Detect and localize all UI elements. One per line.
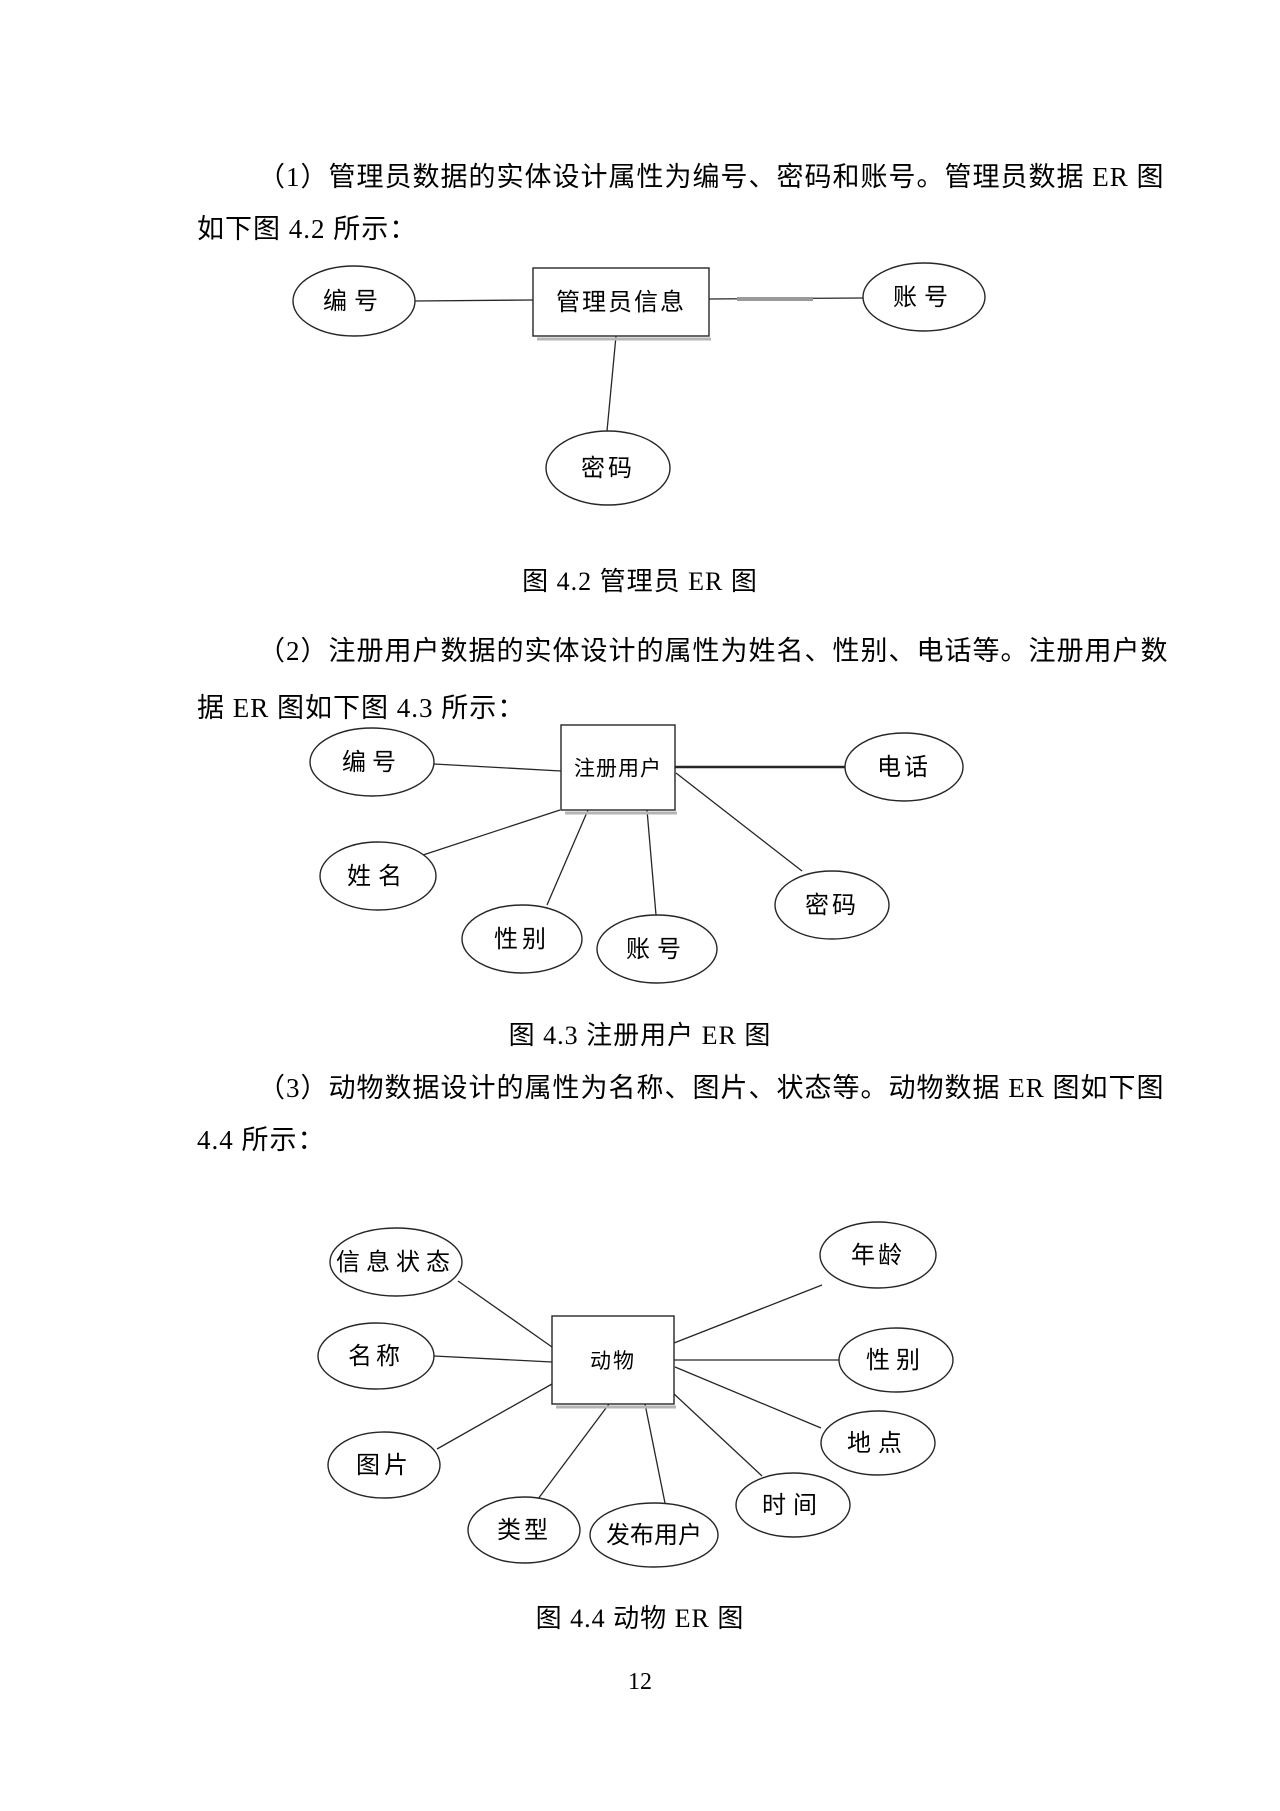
fig-4-4-attribute-8-connector — [673, 1284, 823, 1344]
fig-4-4-attribute-5-connector — [672, 1392, 763, 1477]
fig-4-4-attribute-1-ellipse — [317, 1322, 435, 1390]
fig-4-4-attribute-6-label: 地点 — [847, 1430, 909, 1457]
fig-4-4-attribute-3-connector — [537, 1403, 610, 1500]
paragraph-1-line-2: 如下图 4.2 所示： — [197, 214, 418, 244]
paragraph-3-line-1: （3）动物数据设计的属性为名称、图片、状态等。动物数据 ER 图如下图 — [258, 1073, 1165, 1103]
fig-4-2-attribute-1-label: 账号 — [893, 284, 955, 311]
paragraph-2-line-2: 据 ER 图如下图 4.3 所示： — [197, 693, 526, 723]
fig-4-3-attribute-3-label: 账号 — [626, 936, 688, 963]
fig-4-2-attribute-0-ellipse — [292, 265, 416, 337]
fig-4-3-attribute-2-label: 性别 — [494, 926, 550, 953]
fig-4-4-attribute-1-connector — [433, 1355, 553, 1363]
fig-4-3-attribute-3-ellipse — [596, 914, 718, 984]
fig-4-3-attribute-2-ellipse — [461, 904, 583, 974]
fig-4-2-attribute-1-ellipse — [862, 262, 986, 332]
fig-4-4-attribute-8-label: 年龄 — [851, 1242, 905, 1269]
fig-4-4-attribute-5-label: 时间 — [762, 1492, 824, 1519]
fig-4-3-attribute-4-label: 密码 — [805, 892, 859, 919]
fig-4-4-attribute-0-connector — [457, 1280, 553, 1348]
fig-4-4-entity-label: 动物 — [590, 1349, 636, 1373]
fig-4-4-attribute-7-label: 性别 — [866, 1347, 926, 1374]
fig-4-4-attribute-1-label: 名称 — [348, 1343, 404, 1370]
fig-4-2-attribute-2-connector — [606, 335, 617, 432]
figure-4-4-caption: 图 4.4 动物 ER 图 — [535, 1604, 745, 1633]
fig-4-2-attribute-0-connector — [414, 299, 534, 302]
fig-4-4-attribute-2-connector — [436, 1383, 553, 1450]
fig-4-4-attribute-3-label: 类型 — [497, 1517, 551, 1544]
fig-4-3-attribute-1-connector — [422, 809, 561, 856]
fig-4-3-attribute-5-label: 电话 — [877, 754, 931, 781]
fig-4-4-attribute-4-ellipse — [589, 1502, 719, 1568]
fig-4-2-entity-label: 管理员信息 — [556, 289, 686, 316]
fig-4-3-entity-rect — [560, 724, 676, 811]
fig-4-3-attribute-0-label: 编号 — [342, 749, 402, 776]
figure-4-3-caption: 图 4.3 注册用户 ER 图 — [508, 1021, 772, 1050]
fig-4-2-entity-rect — [532, 267, 710, 337]
fig-4-3-attribute-4-connector — [675, 772, 803, 872]
fig-4-4-attribute-5-ellipse — [735, 1472, 851, 1538]
fig-4-4-attribute-7-ellipse — [838, 1327, 954, 1393]
fig-4-4-attribute-8-ellipse — [819, 1221, 937, 1289]
fig-4-2-attribute-2-ellipse — [545, 430, 671, 506]
fig-4-4-attribute-4-connector — [644, 1403, 666, 1504]
fig-4-3-attribute-1-label: 姓名 — [347, 863, 409, 890]
fig-4-4-attribute-6-connector — [674, 1366, 822, 1429]
fig-4-3-attribute-5-ellipse — [844, 732, 964, 802]
fig-4-3-entity-label: 注册用户 — [574, 757, 662, 781]
fig-4-3-attribute-1-ellipse — [319, 841, 437, 911]
page-number: 12 — [628, 1669, 652, 1695]
fig-4-4-attribute-0-label: 信息状态 — [336, 1249, 456, 1276]
fig-4-2-attribute-2-label: 密码 — [581, 455, 635, 482]
fig-4-4-attribute-2-label: 图片 — [356, 1452, 412, 1479]
paragraph-3-line-2: 4.4 所示： — [197, 1125, 326, 1155]
paragraph-1-line-1: （1）管理员数据的实体设计属性为编号、密码和账号。管理员数据 ER 图 — [258, 162, 1165, 192]
fig-4-4-attribute-0-ellipse — [329, 1227, 463, 1297]
paragraph-2-line-1: （2）注册用户数据的实体设计的属性为姓名、性别、电话等。注册用户数 — [258, 636, 1169, 666]
fig-4-3-attribute-0-connector — [433, 763, 562, 772]
fig-4-3-attribute-4-ellipse — [774, 870, 890, 940]
fig-4-3-attribute-0-ellipse — [309, 727, 435, 797]
fig-4-3-attribute-2-connector — [546, 809, 589, 906]
fig-4-4-attribute-3-ellipse — [467, 1496, 581, 1564]
fig-4-4-entity-rect — [551, 1315, 675, 1405]
figure-4-2-caption: 图 4.2 管理员 ER 图 — [522, 567, 758, 596]
fig-4-4-attribute-4-label: 发布用户 — [606, 1522, 702, 1549]
fig-4-4-attribute-6-ellipse — [820, 1410, 936, 1476]
fig-4-4-attribute-2-ellipse — [327, 1431, 441, 1499]
fig-4-2-attribute-0-label: 编号 — [323, 288, 385, 315]
fig-4-3-attribute-3-connector — [646, 809, 657, 916]
